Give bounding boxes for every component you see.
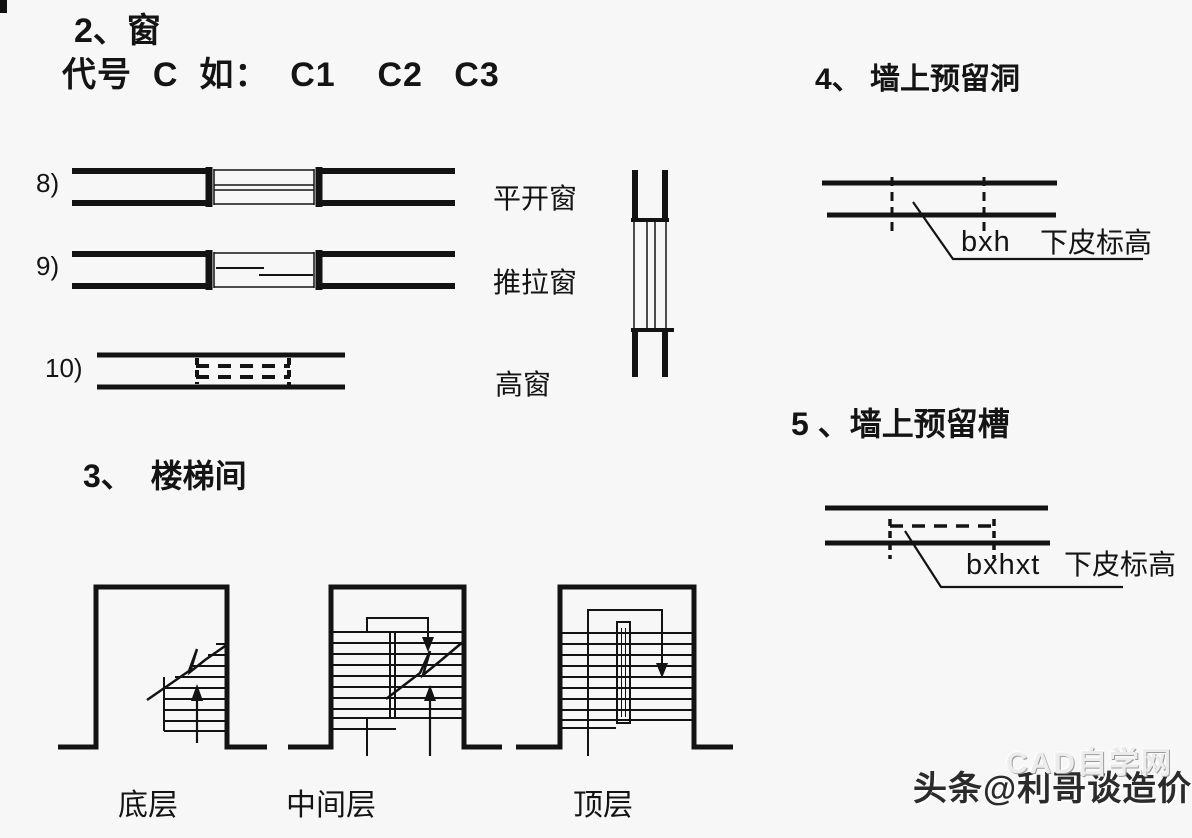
corner-artifact (0, 0, 7, 13)
hole-dimension-label: bxh (961, 226, 1011, 258)
slot-elevation-label: 下皮标高 (1064, 549, 1177, 580)
slot-section-title: 5 、墙上预留槽 (791, 406, 1010, 442)
stair-ground-floor-diagram (58, 584, 267, 750)
watermark-cad-site: CAD自学网 (1006, 747, 1173, 780)
stair-ground-floor-label: 底层 (118, 789, 178, 822)
hole-elevation-label: 下皮标高 (1040, 227, 1153, 258)
stair-top-floor-label: 顶层 (573, 789, 633, 822)
hole-section-title: 4、 墙上预留洞 (815, 63, 1021, 96)
wall-reserved-hole-symbol (822, 177, 1143, 261)
sliding-window-label: 推拉窗 (493, 267, 578, 298)
stair-middle-floor-diagram (288, 584, 502, 756)
sliding-window-symbol (72, 250, 455, 290)
window-code-line: 代号 C 如： C1 C2 C3 (62, 56, 500, 94)
slot-dimension-label: bxhxt (966, 549, 1041, 581)
casement-window-label: 平开窗 (493, 183, 578, 214)
wall-reserved-slot-symbol (825, 505, 1123, 589)
stair-top-floor-diagram (516, 584, 733, 756)
stair-middle-floor-label: 中间层 (286, 789, 376, 822)
window-elevation-symbol (631, 170, 674, 377)
casement-window-symbol (72, 167, 455, 207)
item-index-10: 10) (45, 353, 83, 383)
item-index-8: 8) (36, 168, 60, 198)
high-window-symbol (97, 352, 345, 392)
stairs-section-title: 3、 楼梯间 (83, 458, 247, 494)
item-index-9: 9) (36, 251, 60, 281)
window-section-title: 2、窗 (74, 12, 161, 50)
watermark-toutiao: 头条@利哥谈造价 (913, 770, 1192, 808)
high-window-label: 高窗 (495, 369, 552, 400)
